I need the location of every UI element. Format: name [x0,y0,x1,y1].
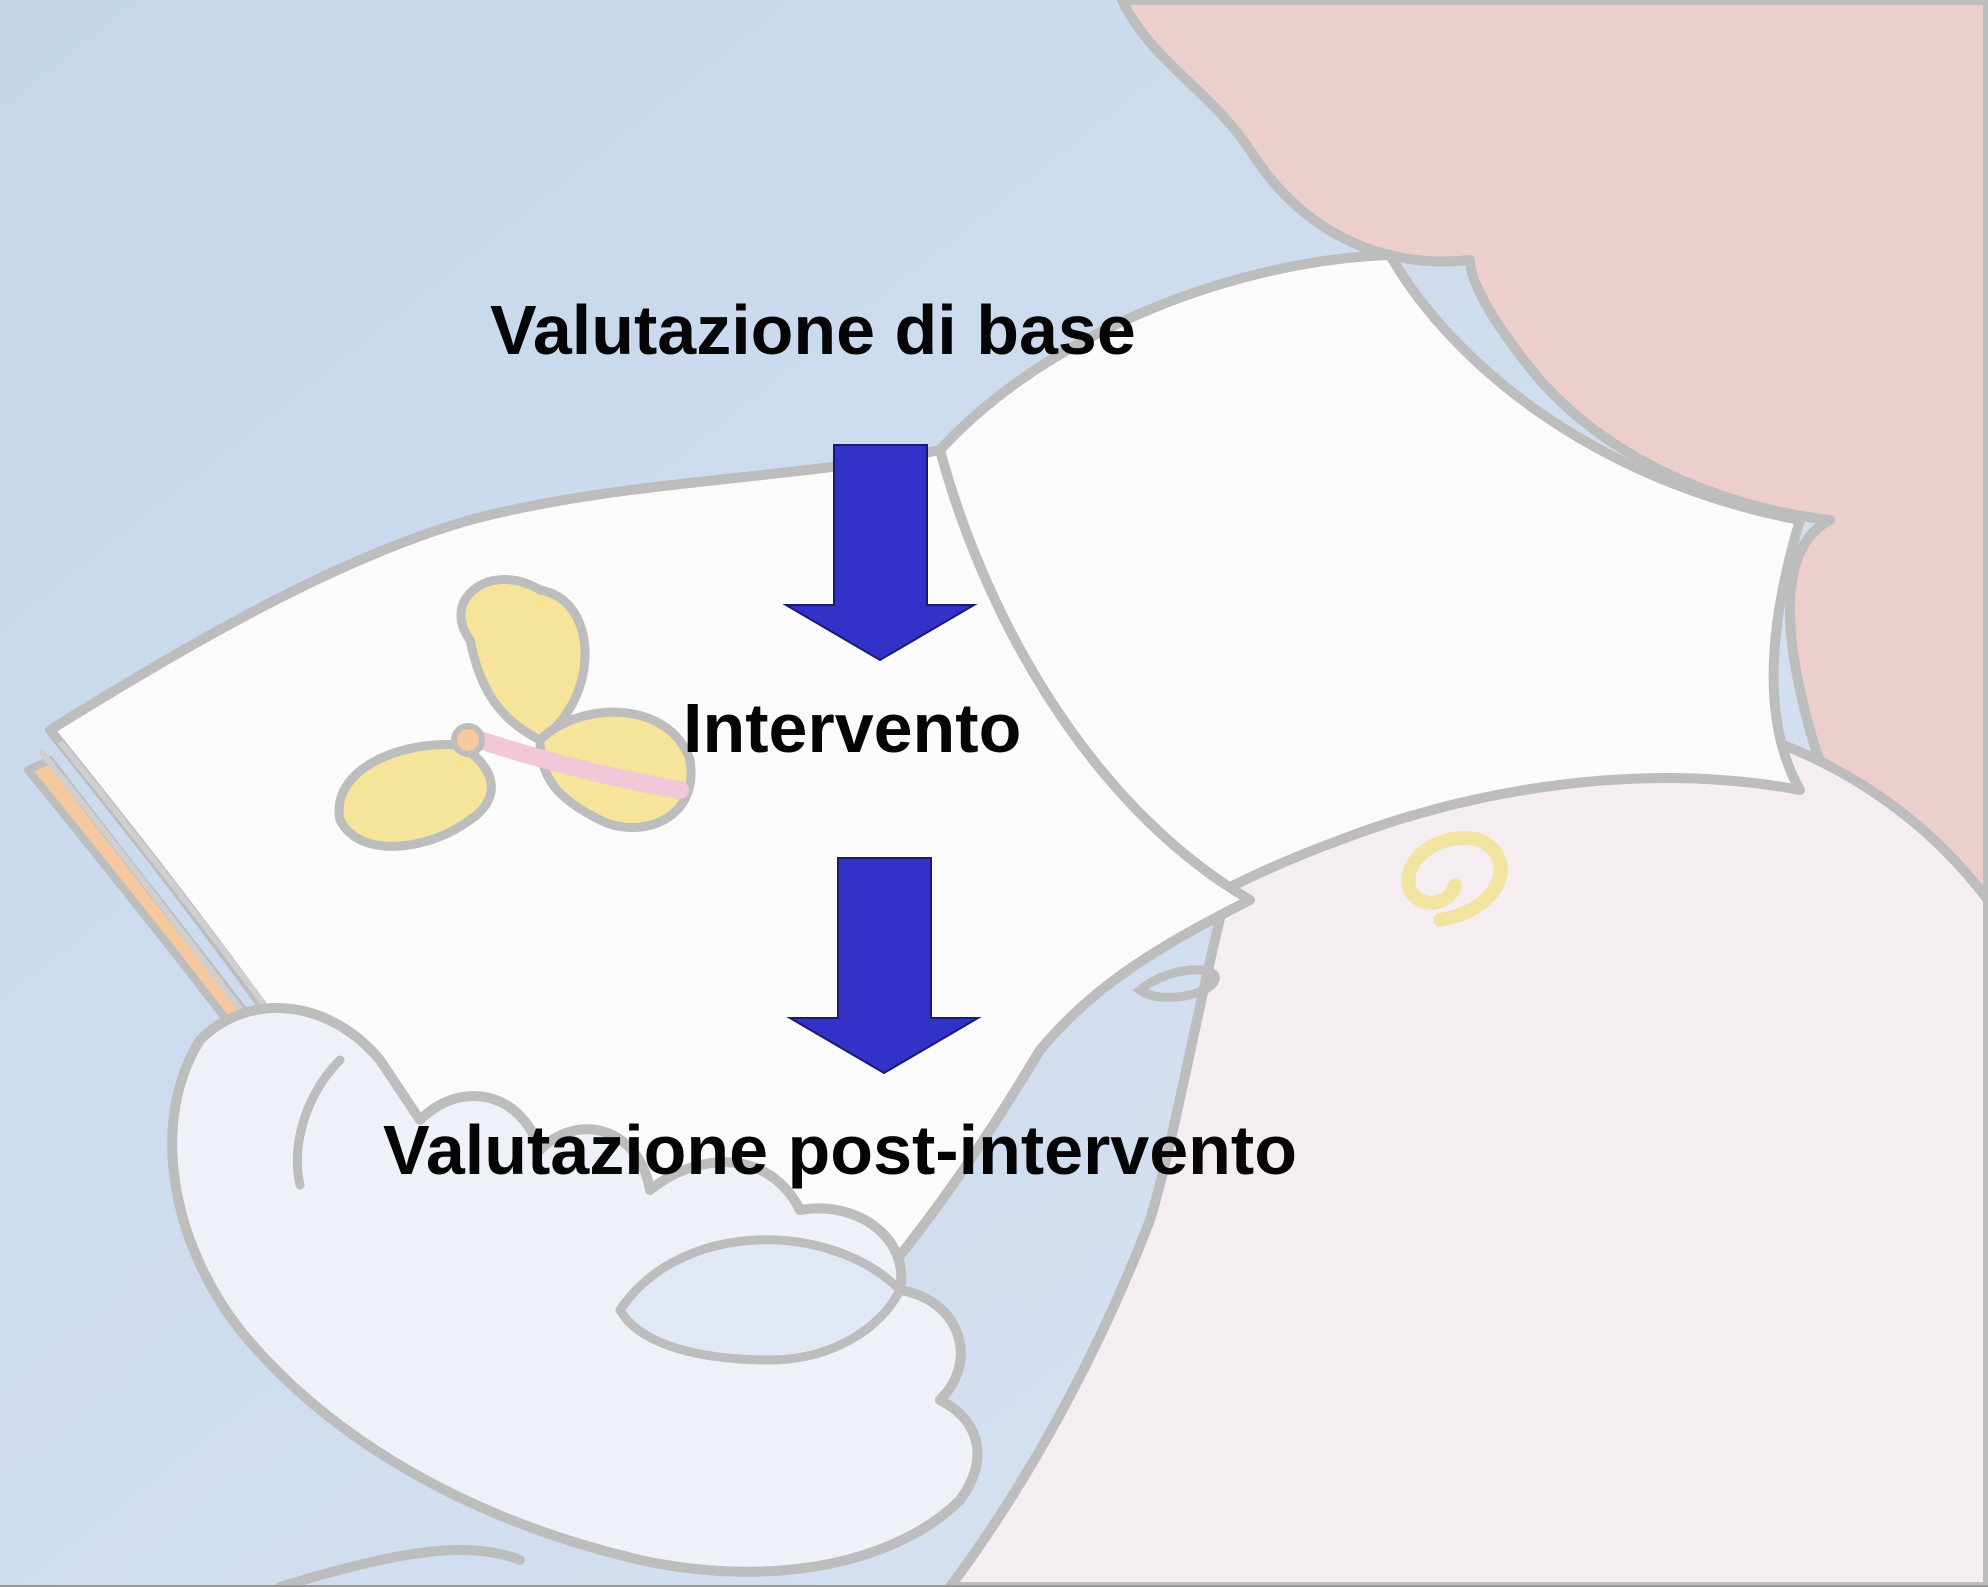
swirl-drawing [1401,831,1508,927]
step-label-valutazione-post-intervento: Valutazione post-intervento [383,1111,1297,1189]
down-arrow-icon [782,444,978,662]
oval-drawing [1132,965,1220,1002]
finger-outline [292,1055,345,1190]
hand-shape [167,1002,983,1577]
arm-outline [275,1544,525,1587]
step-label-valutazione-di-base: Valutazione di base [490,291,1136,369]
hand-detail-shape [615,1235,905,1365]
step-label-intervento: Intervento [683,689,1022,767]
butterfly-drawing [334,575,696,851]
down-arrow-icon [786,857,982,1075]
